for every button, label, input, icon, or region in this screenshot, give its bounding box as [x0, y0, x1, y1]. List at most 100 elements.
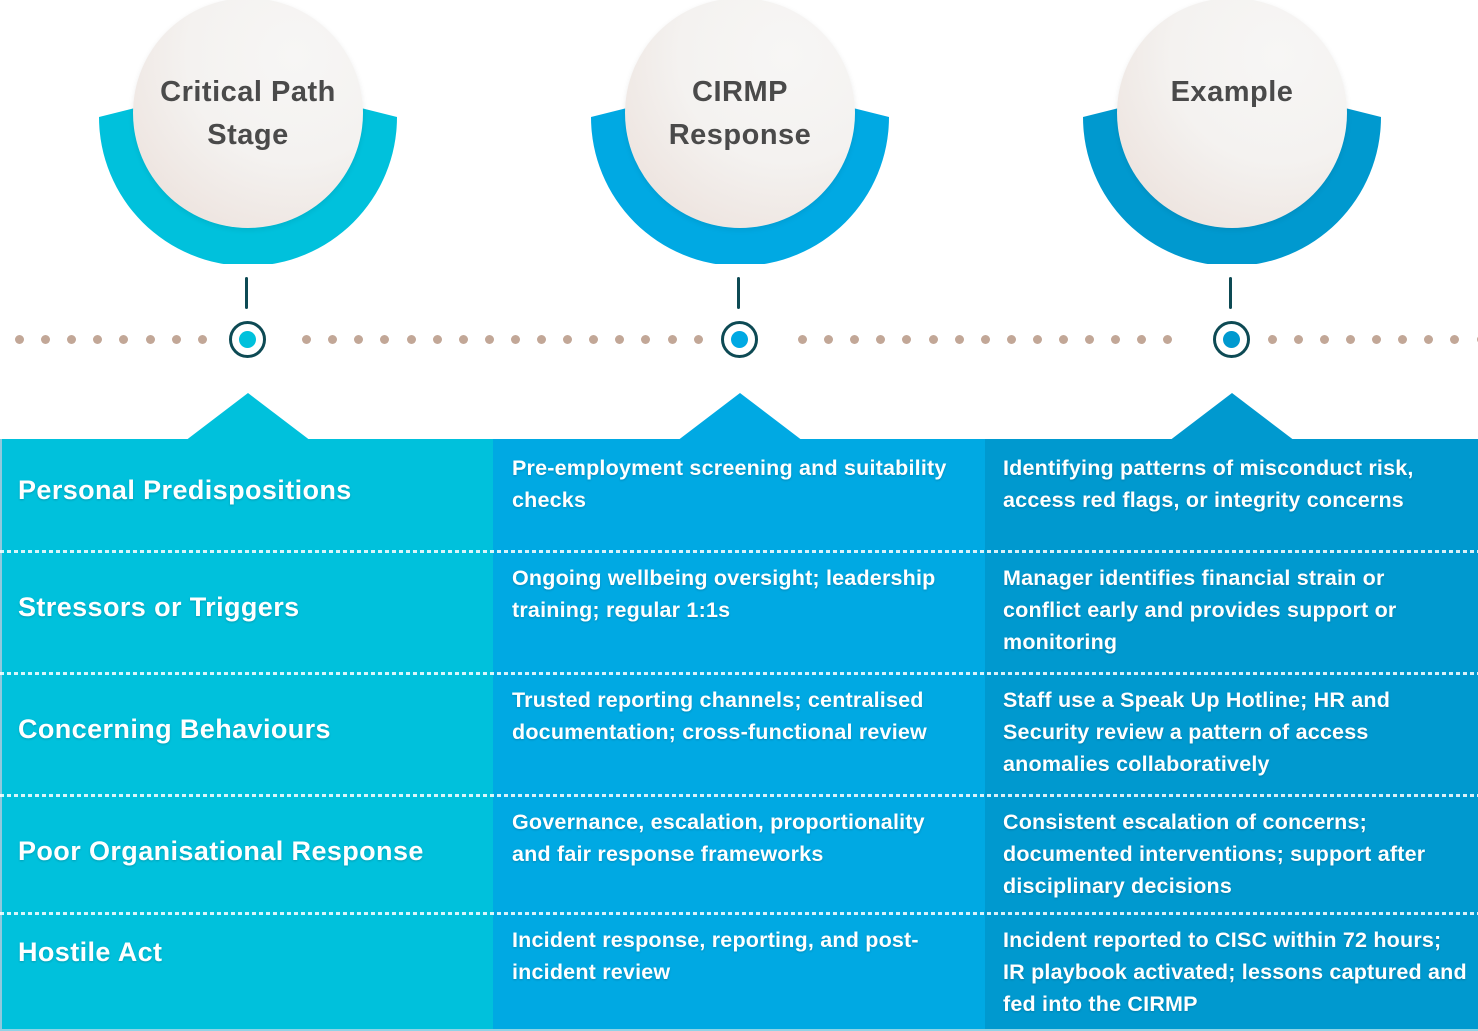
- timeline-dot: [798, 335, 807, 344]
- timeline-dot: [380, 335, 389, 344]
- timeline-dot: [15, 335, 24, 344]
- timeline-dot: [1450, 335, 1459, 344]
- header-title: Example: [1117, 71, 1347, 114]
- table-row: Stressors or Triggers Ongoing wellbeing o…: [0, 551, 1478, 673]
- timeline-dot: [981, 335, 990, 344]
- timeline-dot: [1163, 335, 1172, 344]
- timeline-node-icon: [1213, 321, 1250, 358]
- header-title: CIRMP Response: [625, 71, 855, 157]
- response-cell: Pre-employment screening and suitability…: [512, 456, 947, 512]
- timeline-dot: [407, 335, 416, 344]
- timeline-dot: [1346, 335, 1355, 344]
- timeline-dot: [172, 335, 181, 344]
- example-cell: Consistent escalation of concerns; docum…: [1003, 810, 1426, 898]
- stage-cell: Poor Organisational Response: [18, 836, 424, 866]
- timeline-dot: [1111, 335, 1120, 344]
- stage-cell: Stressors or Triggers: [18, 592, 300, 622]
- header-title-line: Response: [668, 119, 812, 151]
- table-bottom-edge: [0, 1029, 1478, 1031]
- column-pointer-shape: [185, 393, 311, 441]
- timeline-dot: [1424, 335, 1433, 344]
- timeline-dot: [694, 335, 703, 344]
- timeline-dot: [824, 335, 833, 344]
- timeline-dot: [850, 335, 859, 344]
- header-title-line: Stage: [207, 119, 289, 151]
- connector-stem: [245, 277, 248, 309]
- timeline-dot: [1320, 335, 1329, 344]
- timeline-dot: [902, 335, 911, 344]
- table-row: Concerning Behaviours Trusted reporting c…: [0, 673, 1478, 795]
- example-cell: Incident reported to CISC within 72 hour…: [1003, 928, 1467, 1016]
- table-row: Hostile Act Incident response, reporting,…: [0, 913, 1478, 1031]
- timeline-dot: [1268, 335, 1277, 344]
- timeline-node-dot: [1223, 331, 1240, 348]
- timeline-dot: [1137, 335, 1146, 344]
- timeline-dot: [459, 335, 468, 344]
- timeline-dot: [1085, 335, 1094, 344]
- row-divider: [0, 794, 1478, 797]
- timeline-dot: [1398, 335, 1407, 344]
- critical-path-table: Personal Predispositions Pre-employment s…: [0, 439, 1478, 1031]
- timeline-dot: [537, 335, 546, 344]
- response-cell: Ongoing wellbeing oversight; leadership …: [512, 566, 936, 622]
- timeline-dot: [1372, 335, 1381, 344]
- timeline-dot: [67, 335, 76, 344]
- column-pointer-shape: [677, 393, 803, 441]
- timeline-dot: [146, 335, 155, 344]
- header-example: Example: [984, 0, 1477, 441]
- row-divider: [0, 672, 1478, 675]
- timeline-dot: [563, 335, 572, 344]
- timeline-dot: [93, 335, 102, 344]
- header-title-line: Critical Path: [160, 76, 336, 108]
- header-response: CIRMP Response: [492, 0, 985, 441]
- timeline-node-icon: [721, 321, 758, 358]
- stage-cell: Concerning Behaviours: [18, 714, 331, 744]
- timeline-dot: [1007, 335, 1016, 344]
- column-stage-background: [0, 439, 493, 1031]
- timeline-dot: [328, 335, 337, 344]
- timeline-dot: [354, 335, 363, 344]
- table-row: Personal Predispositions Pre-employment s…: [0, 439, 1478, 551]
- response-cell: Incident response, reporting, and post-i…: [512, 928, 919, 984]
- column-response-background: [493, 439, 985, 1031]
- timeline-dot: [615, 335, 624, 344]
- timeline-dotted-line: [0, 333, 1478, 345]
- timeline-dot: [433, 335, 442, 344]
- column-pointer-shape: [1169, 393, 1295, 441]
- stage-cell: Hostile Act: [18, 937, 163, 967]
- timeline-dot: [1059, 335, 1068, 344]
- header-circle: CIRMP Response: [625, 0, 855, 228]
- example-cell: Manager identifies financial strain or c…: [1003, 566, 1397, 654]
- column-example-background: [985, 439, 1478, 1031]
- stage-cell: Personal Predispositions: [18, 475, 352, 505]
- row-divider: [0, 550, 1478, 553]
- header-circle: Example: [1117, 0, 1347, 228]
- example-cell: Identifying patterns of misconduct risk,…: [1003, 456, 1414, 512]
- timeline-dot: [929, 335, 938, 344]
- response-cell: Governance, escalation, proportionality …: [512, 810, 925, 866]
- timeline-dot: [41, 335, 50, 344]
- timeline-dot: [1294, 335, 1303, 344]
- header-title-line: Example: [1170, 76, 1294, 108]
- timeline-node-icon: [229, 321, 266, 358]
- timeline-dot: [641, 335, 650, 344]
- timeline-dot: [119, 335, 128, 344]
- timeline-dot: [302, 335, 311, 344]
- response-cell: Trusted reporting channels; centralised …: [512, 688, 927, 744]
- timeline-dot: [876, 335, 885, 344]
- table-left-edge: [0, 439, 2, 1031]
- example-cell: Staff use a Speak Up Hotline; HR and Sec…: [1003, 688, 1391, 776]
- timeline-dot: [955, 335, 964, 344]
- timeline-dot: [511, 335, 520, 344]
- table-row: Poor Organisational Response Governance, …: [0, 795, 1478, 913]
- timeline-dot: [198, 335, 207, 344]
- timeline-dot: [485, 335, 494, 344]
- row-divider: [0, 912, 1478, 915]
- header-title-line: CIRMP: [692, 76, 788, 108]
- timeline-node-dot: [239, 331, 256, 348]
- connector-stem: [1229, 277, 1232, 309]
- timeline-dot: [668, 335, 677, 344]
